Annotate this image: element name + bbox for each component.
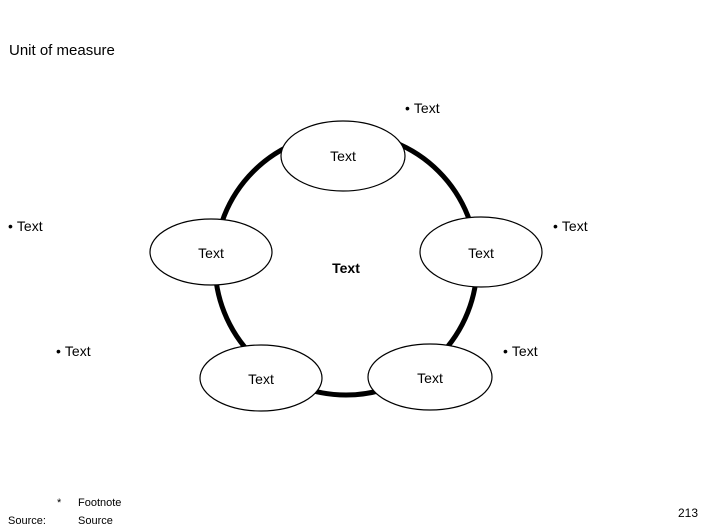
diagram-center-label: Text bbox=[332, 260, 360, 276]
callout-bottom-right[interactable]: •Text bbox=[503, 343, 538, 360]
callout-top-right-label: Text bbox=[413, 100, 440, 116]
page-title: Unit of measure bbox=[9, 42, 115, 59]
node-right[interactable]: Text bbox=[419, 216, 543, 288]
page-number: 213 bbox=[677, 506, 698, 520]
callout-right[interactable]: •Text bbox=[553, 218, 588, 235]
node-bottom-right-shape bbox=[367, 343, 493, 411]
callout-left-label: Text bbox=[16, 218, 43, 234]
bullet-icon: • bbox=[8, 218, 13, 234]
node-bottom-left[interactable]: Text bbox=[199, 344, 323, 412]
node-bottom-left-shape bbox=[199, 344, 323, 412]
source-label: Source: bbox=[8, 515, 46, 527]
bullet-icon: • bbox=[56, 343, 61, 359]
node-left-shape bbox=[149, 218, 273, 286]
callout-right-label: Text bbox=[561, 218, 588, 234]
node-left[interactable]: Text bbox=[149, 218, 273, 286]
source-text: Source bbox=[78, 515, 113, 527]
node-bottom-right[interactable]: Text bbox=[367, 343, 493, 411]
node-left-label: Text bbox=[198, 245, 224, 261]
node-right-shape bbox=[419, 216, 543, 288]
callout-bottom-left-label: Text bbox=[64, 343, 91, 359]
node-top-label: Text bbox=[330, 148, 356, 164]
footnote-text: Footnote bbox=[78, 497, 122, 509]
bullet-icon: • bbox=[553, 218, 558, 234]
bullet-icon: • bbox=[405, 100, 410, 116]
node-bottom-left-label: Text bbox=[248, 371, 274, 387]
node-right-label: Text bbox=[468, 245, 494, 261]
callout-top-right[interactable]: •Text bbox=[405, 100, 440, 117]
footnote-marker: * bbox=[57, 497, 62, 509]
callout-bottom-left[interactable]: •Text bbox=[56, 343, 91, 360]
callout-bottom-right-label: Text bbox=[511, 343, 538, 359]
bullet-icon: • bbox=[503, 343, 508, 359]
node-top[interactable]: Text bbox=[280, 120, 406, 192]
callout-left[interactable]: •Text bbox=[8, 218, 43, 235]
node-top-shape bbox=[280, 120, 406, 192]
node-bottom-right-label: Text bbox=[417, 370, 443, 386]
